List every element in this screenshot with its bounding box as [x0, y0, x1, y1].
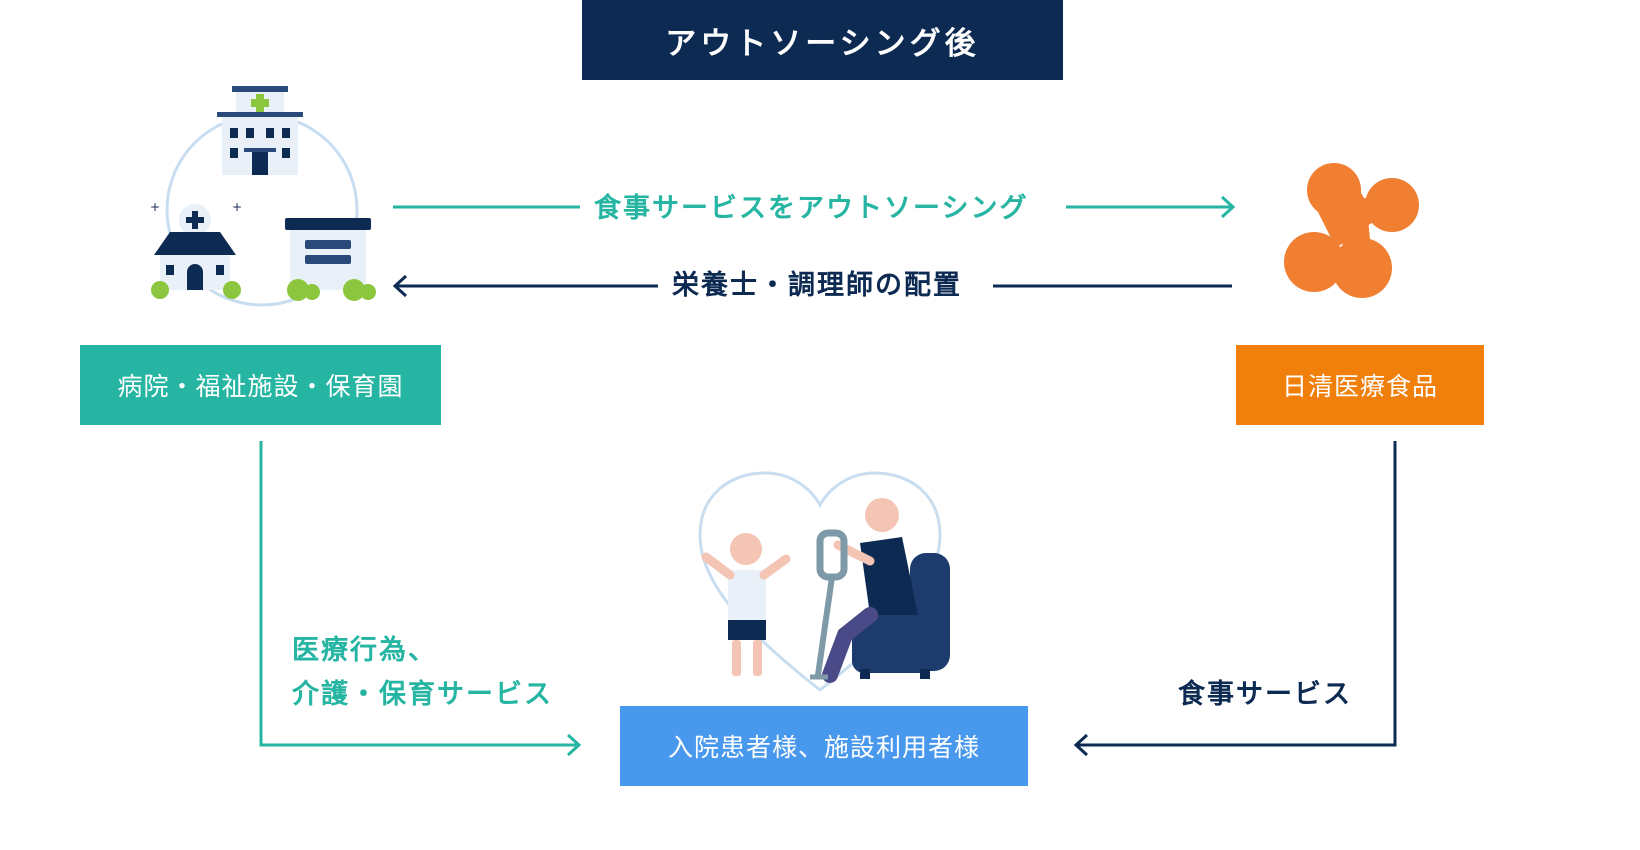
- facilities-illustration: + +: [150, 86, 376, 307]
- staff-arrow: [392, 274, 1232, 298]
- medical-label-line1: 医療行為、: [292, 635, 437, 666]
- hospital-label: 病院・福祉施設・保育園: [117, 372, 404, 401]
- food-arrow: [1073, 441, 1397, 757]
- heart-people-icon: [698, 471, 950, 692]
- nisshin-node: 日清医療食品: [1236, 345, 1484, 425]
- medical-arrow: [259, 441, 582, 757]
- outsource-label: 食事サービスをアウトソーシング: [594, 193, 1029, 224]
- clinic-icon: + +: [150, 200, 242, 299]
- patients-label: 入院患者様、施設利用者様: [667, 733, 980, 762]
- staff-label: 栄養士・調理師の配置: [672, 270, 962, 301]
- care-facility-icon: [285, 218, 376, 301]
- svg-text:+: +: [232, 200, 242, 214]
- hospital-building-icon: [217, 86, 303, 175]
- patients-node: 入院患者様、施設利用者様: [620, 706, 1028, 786]
- outsource-arrow: [393, 195, 1236, 219]
- title-box: アウトソーシング後: [582, 0, 1063, 80]
- svg-text:+: +: [150, 200, 160, 214]
- food-label: 食事サービス: [1178, 679, 1352, 710]
- hospital-node: 病院・福祉施設・保育園: [80, 345, 441, 425]
- medical-label-line2: 介護・保育サービス: [292, 679, 553, 710]
- nisshin-logo-icon: [1284, 163, 1419, 298]
- title-text: アウトソーシング後: [665, 25, 980, 62]
- nisshin-label: 日清医療食品: [1281, 372, 1438, 401]
